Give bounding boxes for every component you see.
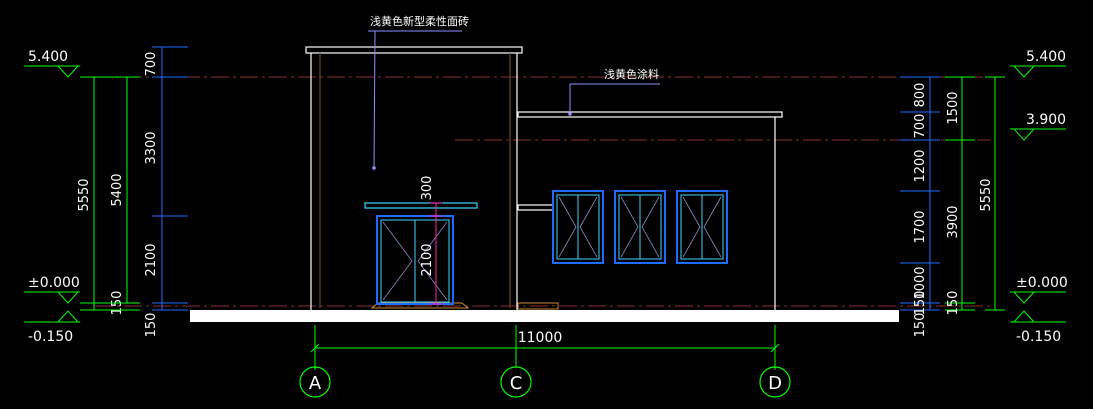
- right-dim-1700: 1700: [913, 210, 928, 243]
- left-level-top: 5.400: [24, 49, 80, 78]
- left-level-base-text: -0.150: [28, 329, 73, 345]
- right-dim-1200: 1200: [913, 149, 928, 182]
- left-level-ground-text: ±0.000: [28, 275, 80, 291]
- axis-label-a: A: [309, 373, 322, 394]
- right-level-ground: ±0.000: [1010, 275, 1068, 304]
- right-level-mid-text: 3.900: [1026, 112, 1066, 128]
- right-outer-dimension: [985, 76, 1005, 311]
- right-dim-3900: 3900: [946, 205, 961, 238]
- left-dim-700: 700: [144, 52, 159, 77]
- window-2: [614, 190, 666, 264]
- right-dim-150-a: 150: [913, 291, 928, 316]
- right-level-top: 5.400: [1010, 49, 1066, 78]
- right-dim-150-c: 150: [946, 291, 961, 316]
- right-level-ground-text: ±0.000: [1016, 275, 1068, 291]
- annotation-annex-wall-text: 浅黄色涂料: [604, 67, 659, 81]
- annex-step: [517, 302, 559, 310]
- door-canopy: [364, 202, 478, 209]
- axis-label-c: C: [510, 373, 523, 394]
- right-level-top-text: 5.400: [1026, 49, 1066, 65]
- right-inner-dimension: [900, 76, 940, 311]
- ground-slab: [190, 310, 899, 322]
- door-dim-300: 300: [420, 176, 435, 201]
- main-parapet: [305, 46, 523, 54]
- axis-bubble-c: C: [500, 325, 532, 398]
- window-1: [552, 190, 604, 264]
- right-dim-5550: 5550: [979, 178, 994, 211]
- main-door: [376, 215, 454, 305]
- door-dimension: [430, 202, 442, 305]
- annex-ledge: [517, 204, 554, 211]
- window-3: [676, 190, 728, 264]
- left-dim-5550: 5550: [77, 178, 92, 211]
- building-outline: [305, 46, 783, 310]
- right-mid-dimension: [945, 76, 975, 311]
- right-dim-150-b: 150: [913, 313, 928, 338]
- left-outer-dimension: [80, 76, 140, 311]
- right-level-base-text: -0.150: [1016, 329, 1061, 345]
- annotation-annex-wall: 浅黄色涂料: [568, 67, 660, 116]
- left-level-top-text: 5.400: [28, 49, 68, 65]
- left-dim-5400: 5400: [110, 173, 125, 206]
- right-dim-1500: 1500: [946, 91, 961, 124]
- left-dim-2100: 2100: [144, 243, 159, 276]
- annex-roof: [517, 111, 783, 118]
- left-level-base: -0.150: [24, 310, 80, 345]
- right-level-mid: 3.900: [1010, 112, 1066, 141]
- left-level-ground: ±0.000: [24, 275, 80, 304]
- right-level-base: -0.150: [1010, 310, 1066, 345]
- door-dim-2100: 2100: [420, 243, 435, 276]
- right-dim-1000: 1000: [913, 266, 928, 299]
- reference-lines: [95, 76, 990, 307]
- axis-bubble-a: A: [299, 325, 331, 398]
- left-inner-dimension: [152, 46, 188, 311]
- bottom-dim-11000: 11000: [518, 330, 563, 346]
- annotation-main-wall-text: 浅黄色新型柔性面砖: [370, 14, 469, 28]
- annotation-main-wall: 浅黄色新型柔性面砖: [368, 14, 469, 170]
- axis-bubble-d: D: [759, 325, 791, 398]
- left-dim-3300: 3300: [144, 131, 159, 164]
- right-dim-800: 800: [913, 83, 928, 108]
- axis-label-d: D: [768, 373, 782, 394]
- left-dim-150-b: 150: [144, 313, 159, 338]
- right-dim-700: 700: [913, 114, 928, 139]
